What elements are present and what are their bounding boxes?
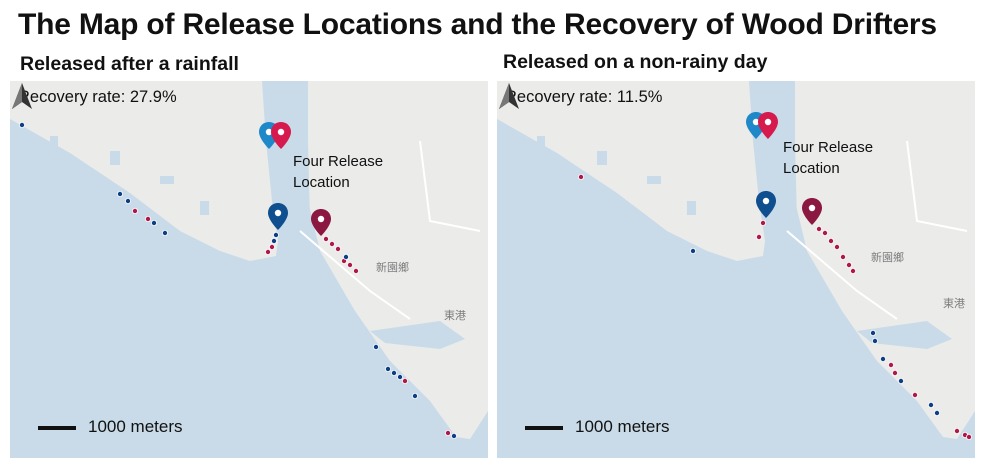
release-pin-maroon[interactable] — [802, 198, 822, 225]
left-map-panel[interactable]: Recovery rate: 27.9% Four Release Locati… — [10, 81, 488, 458]
right-recovery-rate: Recovery rate: 11.5% — [505, 88, 663, 106]
right-place-label-donggang: 東港 — [943, 298, 965, 310]
right-scale-label: 1000 meters — [575, 417, 670, 436]
figure-title: The Map of Release Locations and the Rec… — [18, 8, 937, 41]
right-release-label-line1: Four Release — [783, 139, 874, 156]
drifter-dots — [578, 174, 972, 440]
left-release-label: Four Release Location — [293, 151, 383, 193]
right-map-graphic — [497, 81, 975, 458]
left-release-label-line1: Four Release — [293, 153, 384, 170]
right-release-label-line2: Location — [783, 160, 840, 177]
release-pin-dark-blue[interactable] — [268, 203, 288, 230]
drifter-dots — [18, 122, 457, 439]
north-arrow-icon — [12, 83, 32, 109]
release-pin-maroon[interactable] — [311, 209, 331, 236]
right-scale-bar-line — [525, 426, 563, 430]
right-release-label: Four Release Location — [783, 137, 873, 179]
left-recovery-rate: Recovery rate: 27.9% — [18, 88, 177, 106]
release-pin-dark-blue[interactable] — [756, 191, 776, 218]
release-pin-red[interactable] — [758, 112, 778, 139]
right-place-label-xinyuan: 新園鄉 — [871, 252, 904, 264]
right-panel-subtitle: Released on a non-rainy day — [503, 51, 768, 73]
left-release-label-line2: Location — [293, 174, 350, 191]
north-arrow-icon — [499, 83, 519, 109]
left-map-graphic — [10, 81, 488, 458]
left-scale-label: 1000 meters — [88, 417, 183, 436]
release-pin-red[interactable] — [271, 122, 291, 149]
left-place-label-xinyuan: 新園鄉 — [376, 262, 409, 274]
left-panel-subtitle: Released after a rainfall — [20, 53, 239, 75]
left-place-label-donggang: 東港 — [444, 310, 466, 322]
right-map-panel[interactable]: Recovery rate: 11.5% Four Release Locati… — [497, 81, 975, 458]
left-scale-bar-line — [38, 426, 76, 430]
